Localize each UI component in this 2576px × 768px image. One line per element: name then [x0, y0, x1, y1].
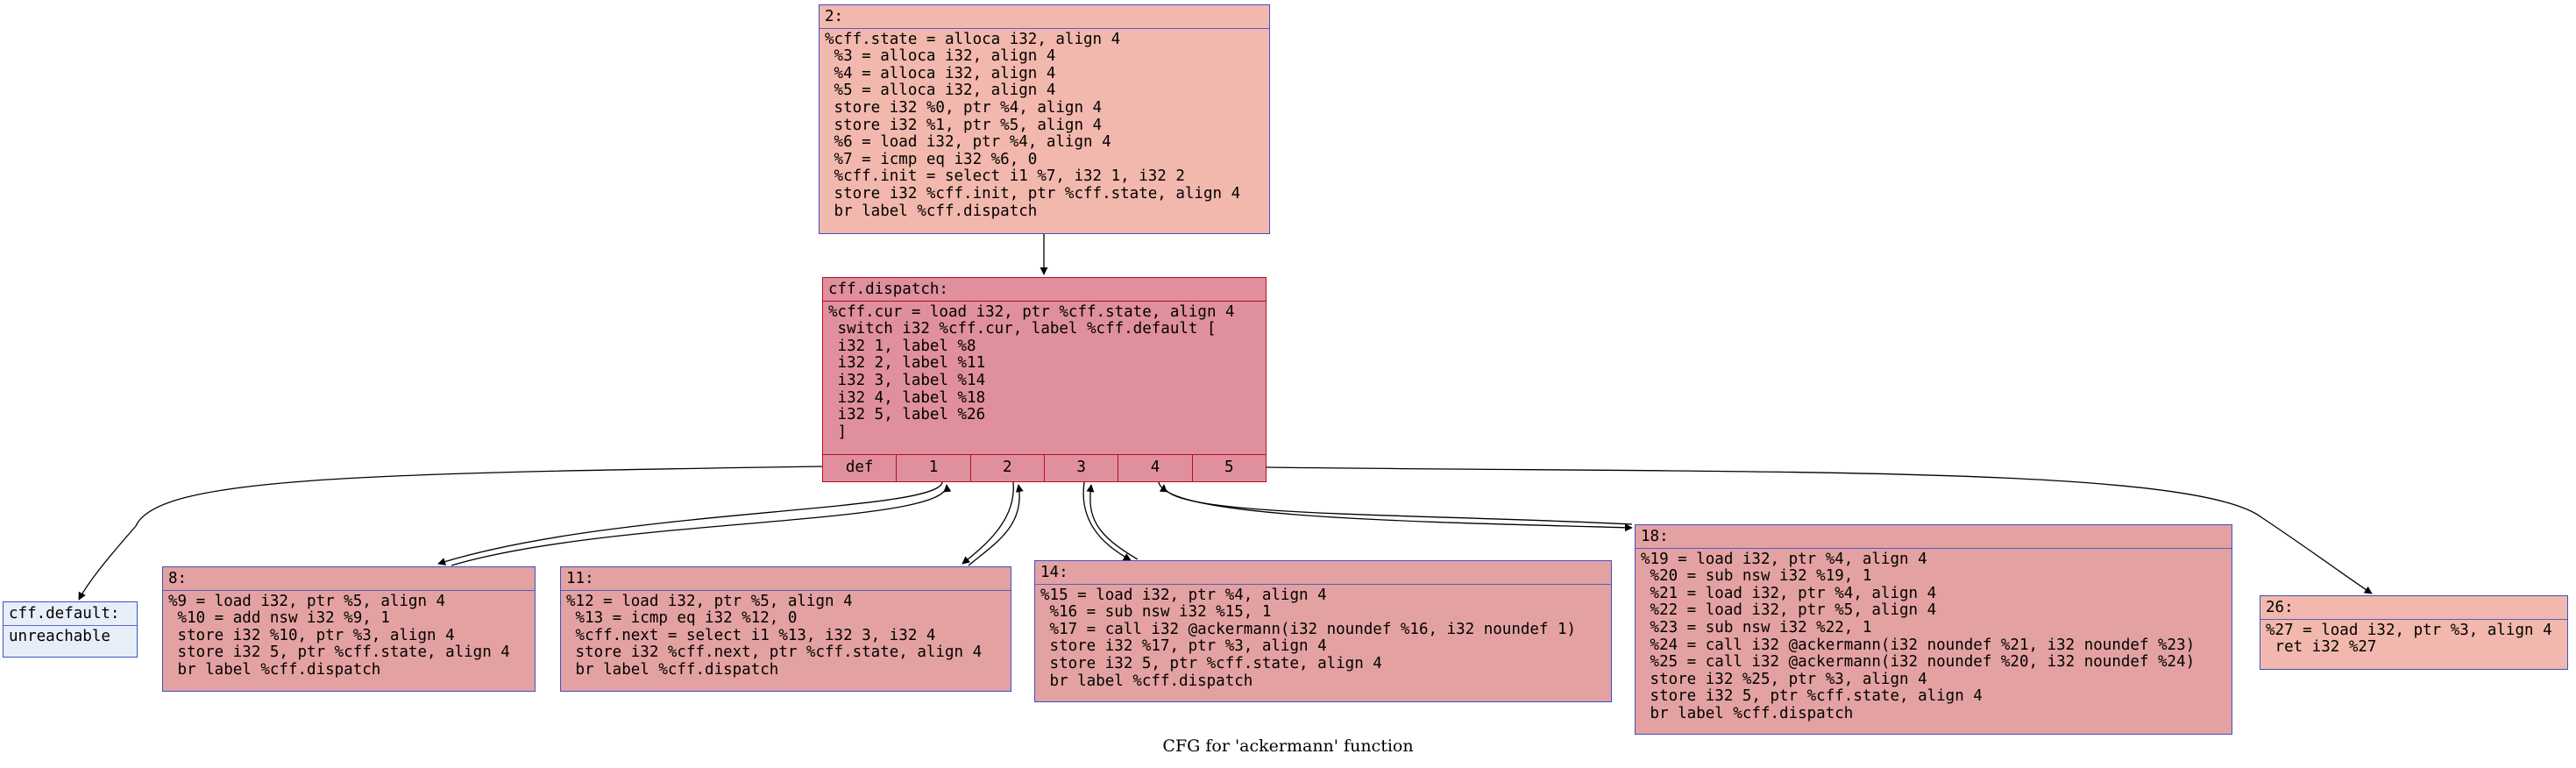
basic-block-cff-dispatch[interactable]: cff.dispatch: %cff.cur = load i32, ptr %…: [822, 277, 1267, 482]
basic-block-14[interactable]: 14: %15 = load i32, ptr %4, align 4 %16 …: [1034, 560, 1612, 702]
edge-block14-back-to-dispatch: [1086, 484, 1139, 560]
basic-block-11[interactable]: 11: %12 = load i32, ptr %5, align 4 %13 …: [560, 566, 1011, 692]
edge-case2-to-block11: [962, 481, 1014, 565]
block-header: 26:: [2260, 596, 2567, 620]
block-instructions: %9 = load i32, ptr %5, align 4 %10 = add…: [168, 592, 510, 679]
block-instructions: %19 = load i32, ptr %4, align 4 %20 = su…: [1641, 550, 2196, 722]
edge-case5-to-block26: [1266, 466, 2373, 594]
block-instructions: %15 = load i32, ptr %4, align 4 %16 = su…: [1040, 586, 1577, 690]
block-instructions: unreachable: [9, 627, 110, 645]
block-header: 14:: [1035, 561, 1611, 585]
block-header: cff.default:: [4, 602, 137, 626]
block-header: 18:: [1636, 525, 2232, 549]
block-instructions: %12 = load i32, ptr %5, align 4 %13 = ic…: [566, 592, 983, 679]
basic-block-8[interactable]: 8: %9 = load i32, ptr %5, align 4 %10 = …: [162, 566, 536, 692]
switch-ports: def 1 2 3 4 5: [823, 454, 1266, 481]
block-header: 2:: [820, 5, 1269, 29]
edge-case1-to-block8: [437, 481, 943, 565]
basic-block-18[interactable]: 18: %19 = load i32, ptr %4, align 4 %20 …: [1635, 524, 2232, 735]
edge-def-to-default: [78, 466, 825, 601]
edge-block8-back-to-dispatch: [451, 484, 952, 566]
edge-block18-back-to-dispatch: [1159, 484, 1633, 525]
port-default[interactable]: def: [845, 459, 874, 476]
basic-block-2[interactable]: 2: %cff.state = alloca i32, align 4 %3 =…: [819, 4, 1270, 234]
block-header: 11:: [561, 567, 1011, 591]
graph-title: CFG for 'ackermann' function: [1162, 736, 1414, 756]
basic-block-26[interactable]: 26: %27 = load i32, ptr %3, align 4 ret …: [2260, 595, 2568, 670]
block-instructions: %cff.cur = load i32, ptr %cff.state, ali…: [828, 302, 1235, 441]
block-instructions: %27 = load i32, ptr %3, align 4 ret i32 …: [2266, 621, 2552, 657]
port-case-5[interactable]: 5: [1191, 455, 1266, 481]
port-case-2[interactable]: 2: [969, 455, 1044, 481]
block-header: cff.dispatch:: [823, 278, 1266, 302]
edge-case3-to-block14: [1082, 481, 1132, 561]
basic-block-cff-default[interactable]: cff.default: unreachable: [3, 601, 138, 658]
block-header: 8:: [163, 567, 535, 591]
edge-block11-back-to-dispatch: [968, 484, 1024, 566]
port-case-4[interactable]: 4: [1118, 455, 1191, 481]
port-case-1[interactable]: 1: [896, 455, 969, 481]
block-instructions: %cff.state = alloca i32, align 4 %3 = al…: [825, 30, 1241, 220]
port-case-3[interactable]: 3: [1043, 455, 1118, 481]
